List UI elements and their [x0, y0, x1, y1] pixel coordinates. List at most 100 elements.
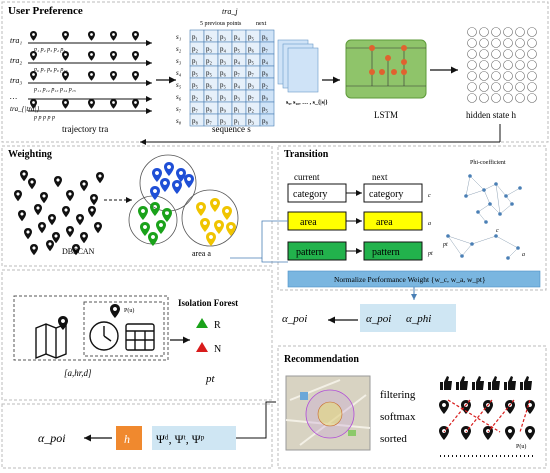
matrix-cell: p₇ [248, 93, 255, 101]
recommendation-title: Recommendation [284, 354, 359, 365]
hidden-unit [527, 71, 537, 81]
hidden-unit [467, 82, 477, 92]
hidden-state-label: hidden state h [466, 110, 516, 120]
matrix-cell: p₃ [206, 45, 213, 53]
hidden-unit [491, 38, 501, 48]
hidden-unit [515, 93, 525, 103]
rec-pin-icon [461, 400, 471, 414]
trajectory-pin-icon [62, 31, 69, 41]
matrix-cell: p₃ [220, 57, 227, 65]
hidden-unit [491, 71, 501, 81]
transition-row-category: category category c [287, 183, 431, 203]
phi-pt: pt [442, 242, 448, 248]
n-triangle [196, 342, 208, 352]
trajectory-pin-icon [30, 71, 37, 81]
rec-pin-icon [505, 400, 515, 414]
thumbs-up-icon [456, 376, 468, 390]
matrix-cell: p₆ [248, 45, 255, 53]
matrix-cell: p₂ [192, 45, 199, 53]
thumbs-up-icon [520, 376, 532, 390]
weighting-title: Weighting [8, 149, 52, 160]
cluster-yellow-pin-icon [200, 218, 210, 232]
alpha-poi: α_poi [282, 313, 307, 325]
r-triangle [196, 318, 208, 328]
matrix-cell: p₆ [206, 81, 213, 89]
dbscan-pin-icon [62, 206, 70, 218]
hidden-state-grid [467, 27, 537, 103]
stacked-matrices [277, 39, 319, 93]
matrix-row-label: s₃ [176, 57, 182, 65]
phi-coefficient-graph [446, 174, 522, 260]
filtering-label: filtering [380, 389, 416, 401]
trajectory-pin-icon [110, 31, 117, 41]
matrix-cell: p₄ [234, 81, 241, 89]
cluster-blue-pin-icon [184, 174, 194, 188]
alpha-pair-box [360, 304, 456, 332]
rec-pin-icon [439, 400, 449, 414]
matrix-cell: p₁ [234, 105, 240, 113]
current-label: current [294, 172, 320, 182]
hidden-unit [491, 60, 501, 70]
dbscan-pin-icon [94, 222, 102, 234]
lstm-label: LSTM [374, 110, 398, 120]
map-details [285, 379, 371, 446]
cluster-yellow-pin-icon [210, 198, 220, 212]
psi-label: Ψᵈ, Ψᵗ, Ψᵖ [156, 432, 205, 446]
hidden-unit [515, 71, 525, 81]
matrix-row-label: s₈ [176, 117, 182, 125]
phi-title: Phi-coefficient [470, 159, 506, 166]
matrix-cell: p₆ [262, 33, 269, 41]
pattern-current: pattern [296, 247, 324, 258]
trajectory-pin-icon [110, 51, 117, 61]
cluster-green-pin-icon [140, 222, 150, 236]
phi-node [516, 246, 520, 250]
phi-node [484, 220, 488, 224]
matrix-cell: p₂ [262, 81, 269, 89]
matrix-cell: p₅ [192, 81, 199, 89]
matrix-row-label: s₇ [176, 105, 182, 113]
hidden-unit [515, 82, 525, 92]
dbscan-pin-icon [40, 192, 48, 204]
matrix-cell: p₃ [248, 81, 255, 89]
trajectory-caption: trajectory tra [62, 124, 108, 134]
n-label: N [214, 344, 221, 355]
phi-node [498, 212, 502, 216]
trajectory-pin-icon [132, 51, 139, 61]
matrix-cell: p₁ [192, 33, 198, 41]
dbscan-pin-icon [66, 190, 74, 202]
trajectory-pin-icon [88, 71, 95, 81]
matrix-cell: p₅ [192, 69, 199, 77]
matrix-cell: p₄ [234, 57, 241, 65]
hidden-unit [527, 27, 537, 37]
hidden-unit [503, 49, 513, 59]
dbscan-pin-icon [18, 210, 26, 222]
matrix-cell: p₂ [206, 33, 213, 41]
trajectory-pin-icon [62, 51, 69, 61]
ranking-dashes [443, 399, 531, 433]
matrix-cell: p₃ [220, 117, 227, 125]
pu-label: P(u) [124, 307, 134, 314]
hidden-unit [527, 38, 537, 48]
cluster-blue-pin-icon [160, 178, 170, 192]
matrix-cell: p₈ [262, 117, 269, 125]
phi-node [446, 234, 450, 238]
matrix-cell: p₂ [206, 57, 213, 65]
dbscan-pin-icon [46, 240, 54, 252]
dbscan-pin-icon [54, 176, 62, 188]
trajectory-row: tra_{|tra|} p p p p p [10, 105, 152, 121]
matrix-cell: p₈ [206, 105, 213, 113]
hidden-unit [467, 93, 477, 103]
cluster-yellow-pin-icon [222, 206, 232, 220]
hidden-unit [479, 27, 489, 37]
matrix-row-label: s₂ [176, 45, 182, 53]
user-preference-panel [1, 1, 549, 143]
p-labels: p₁ p₂ p₃ p₄ p₅ [33, 47, 65, 53]
matrix-cell: p₈ [192, 117, 199, 125]
dbscan-pin-icon [30, 244, 38, 256]
clock-icon [89, 321, 119, 351]
matrix-cell: p₇ [206, 117, 213, 125]
cluster-yellow [181, 189, 239, 247]
p-labels: p p p p p [33, 115, 55, 121]
category-current: category [293, 189, 327, 200]
matrix-title: tra_j [222, 7, 238, 16]
